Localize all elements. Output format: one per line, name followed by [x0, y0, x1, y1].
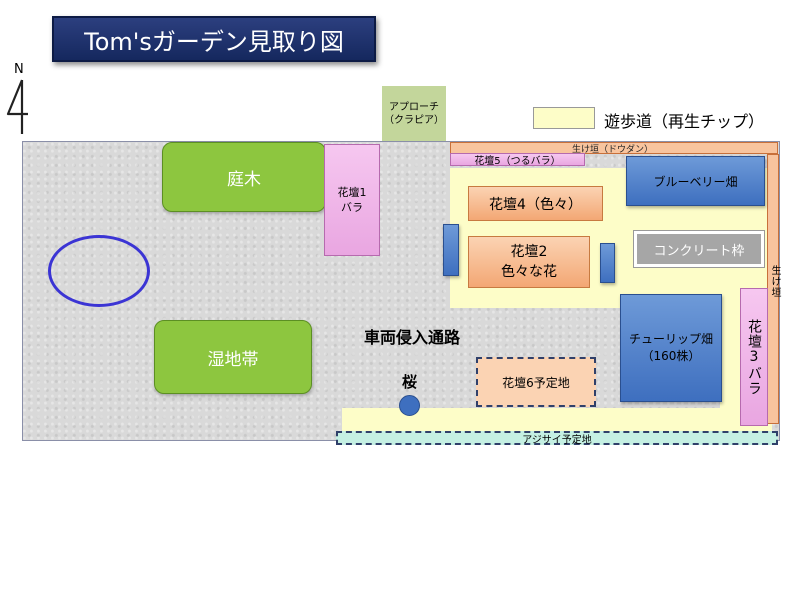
- flowerbed-6-planned: 花壇6予定地: [476, 357, 596, 407]
- garden-trees-area: 庭木: [162, 142, 326, 212]
- flowerbed-3-roses: 花壇3バラ: [740, 288, 768, 426]
- blueberry-field: ブルーベリー畑: [626, 156, 765, 206]
- flowerbed-1-roses: 花壇1 バラ: [324, 144, 380, 256]
- approach-area: アプローチ （クラピア）: [382, 86, 446, 142]
- map-title: Tom'sガーデン見取り図: [52, 16, 376, 62]
- hedge-right-label: 生け垣: [769, 265, 780, 298]
- walkway-legend-swatch: [533, 107, 595, 129]
- tulip-field: チューリップ畑 （160株）: [620, 294, 722, 402]
- cherry-tree-label: 桜: [402, 373, 418, 391]
- walkway-legend-label: 遊歩道（再生チップ）: [604, 112, 765, 131]
- hydrangea-planned-area: アジサイ予定地: [336, 431, 778, 446]
- hedge-top: [450, 142, 778, 154]
- blue-marker-left: [443, 224, 459, 276]
- vehicle-access-path-label: 車両侵入通路: [364, 328, 461, 347]
- north-arrow-icon: [6, 79, 28, 134]
- cherry-tree-marker: [399, 395, 420, 416]
- concrete-frame: コンクリート枠: [633, 230, 765, 268]
- blue-marker-right: [600, 243, 615, 283]
- circle-marker: [48, 235, 150, 307]
- wetland-area: 湿地帯: [154, 320, 312, 394]
- flowerbed-5-climbing-roses: 花壇5（つるバラ）: [450, 153, 585, 167]
- flowerbed-2-various-flowers: 花壇2 色々な花: [468, 236, 590, 288]
- flowerbed-4-various: 花壇4（色々）: [468, 186, 603, 221]
- hedge-top-label: 生け垣（ドウダン）: [572, 145, 654, 155]
- north-label: N: [14, 62, 24, 77]
